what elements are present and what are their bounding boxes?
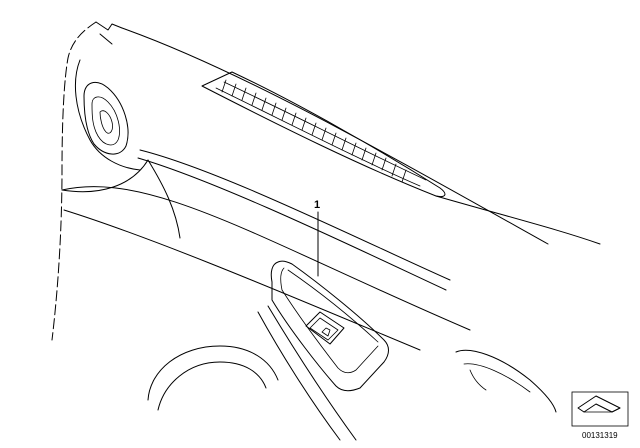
callout-1: 1 [314, 199, 320, 277]
window-switch-panel [270, 260, 389, 392]
switch-button [305, 311, 345, 345]
reference-symbol: 00131319 [571, 391, 629, 440]
vent-grille [201, 71, 601, 245]
reference-number: 00131319 [582, 431, 618, 440]
mirror-housing [61, 59, 451, 291]
lower-door-contour [147, 305, 557, 441]
door-panel-outline [51, 21, 549, 351]
callout-label: 1 [314, 199, 320, 211]
